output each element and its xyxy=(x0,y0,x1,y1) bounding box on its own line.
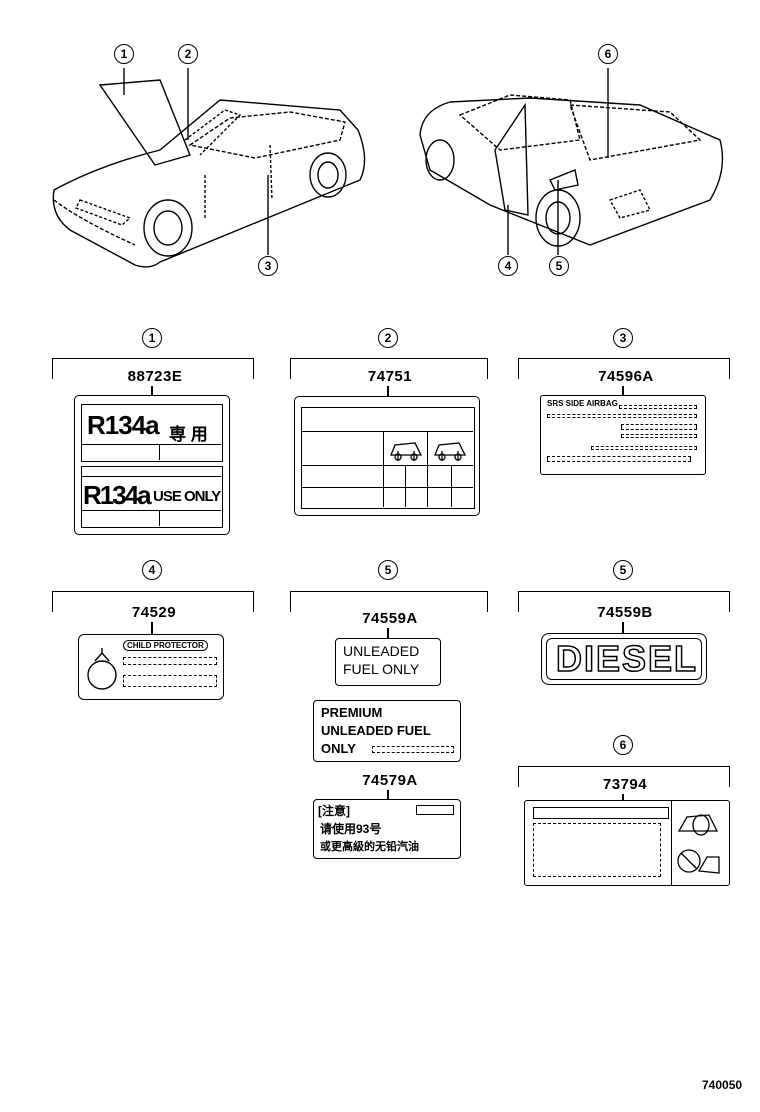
callout-section-4: 4 xyxy=(142,560,162,580)
callout-section-5a: 5 xyxy=(378,560,398,580)
callout-6-top: 6 xyxy=(598,44,618,64)
callout-5-top: 5 xyxy=(549,256,569,276)
premium-text-3: ONLY xyxy=(321,741,356,756)
stem-6 xyxy=(622,794,624,804)
r134a-text-1: R134a xyxy=(87,410,160,440)
label-73794 xyxy=(524,800,730,886)
bracket-3 xyxy=(518,358,730,379)
stem-1 xyxy=(151,386,153,396)
callout-section-1: 1 xyxy=(142,328,162,348)
callout-3-top: 3 xyxy=(258,256,278,276)
stem-4 xyxy=(151,622,153,634)
tire-icon xyxy=(677,814,719,836)
part-number-73794: 73794 xyxy=(587,776,663,793)
callout-section-6: 6 xyxy=(613,735,633,755)
unleaded-text-2: FUEL ONLY xyxy=(343,661,420,677)
stem-5c xyxy=(622,622,624,634)
car-side-icon-1 xyxy=(390,442,423,461)
callout-2-top: 2 xyxy=(178,44,198,64)
callout-section-2: 2 xyxy=(378,328,398,348)
bracket-5b xyxy=(518,591,730,612)
label-diesel: DIESEL xyxy=(541,633,707,685)
stem-3 xyxy=(622,386,624,396)
bracket-2 xyxy=(290,358,488,379)
part-number-74596A: 74596A xyxy=(582,368,670,385)
stem-2 xyxy=(387,386,389,396)
child-protector-text: CHILD PROTECTOR xyxy=(123,640,208,651)
part-number-74579A: 74579A xyxy=(346,772,434,789)
label-r134a: R134a 専 用 R134a USE ONLY xyxy=(74,395,230,535)
bracket-5a xyxy=(290,591,488,612)
label-unleaded-fuel-only: UNLEADED FUEL ONLY xyxy=(335,638,441,686)
label-srs-side-airbag: SRS SIDE AIRBAG xyxy=(540,395,706,475)
callout-4-top: 4 xyxy=(498,256,518,276)
premium-text-1: PREMIUM xyxy=(321,705,383,720)
part-number-74529: 74529 xyxy=(116,604,192,621)
part-number-74559B: 74559B xyxy=(581,604,669,621)
label-74751 xyxy=(294,396,480,516)
figure-id: 740050 xyxy=(702,1078,743,1092)
label-premium-unleaded: PREMIUM UNLEADED FUEL ONLY xyxy=(313,700,461,762)
unleaded-text-1: UNLEADED xyxy=(343,643,420,659)
bracket-1 xyxy=(52,358,254,379)
cn-text-2: 请使用93号 xyxy=(320,822,382,836)
part-number-74751: 74751 xyxy=(352,368,428,385)
srs-text: SRS SIDE AIRBAG xyxy=(547,399,618,408)
stem-5b xyxy=(387,790,389,800)
r134a-jp-text: 専 用 xyxy=(169,425,208,444)
callout-section-3: 3 xyxy=(613,328,633,348)
part-number-74559A: 74559A xyxy=(346,610,434,627)
callout-section-5b: 5 xyxy=(613,560,633,580)
car-front-illustration xyxy=(52,68,366,268)
r134a-text-2: R134a xyxy=(83,480,152,510)
label-child-protector: CHILD PROTECTOR xyxy=(78,634,224,700)
cn-text-1: [注意] xyxy=(318,804,350,818)
part-number-88723E: 88723E xyxy=(112,368,198,385)
use-only-text: USE ONLY xyxy=(153,488,221,505)
premium-text-2: UNLEADED FUEL xyxy=(321,723,431,738)
stem-5a xyxy=(387,628,389,638)
callout-1-top: 1 xyxy=(114,44,134,64)
no-tire-icon xyxy=(677,849,720,874)
car-side-icon-2 xyxy=(434,442,467,461)
cn-text-3: 或更高級的无铅汽油 xyxy=(320,841,419,853)
car-rear-illustration xyxy=(419,68,724,255)
diesel-text: DIESEL xyxy=(555,637,699,680)
label-chinese-fuel: [注意] 请使用93号 或更高級的无铅汽油 xyxy=(313,799,461,859)
bracket-6 xyxy=(518,766,730,787)
bracket-4 xyxy=(52,591,254,612)
child-protector-icon xyxy=(87,648,117,690)
